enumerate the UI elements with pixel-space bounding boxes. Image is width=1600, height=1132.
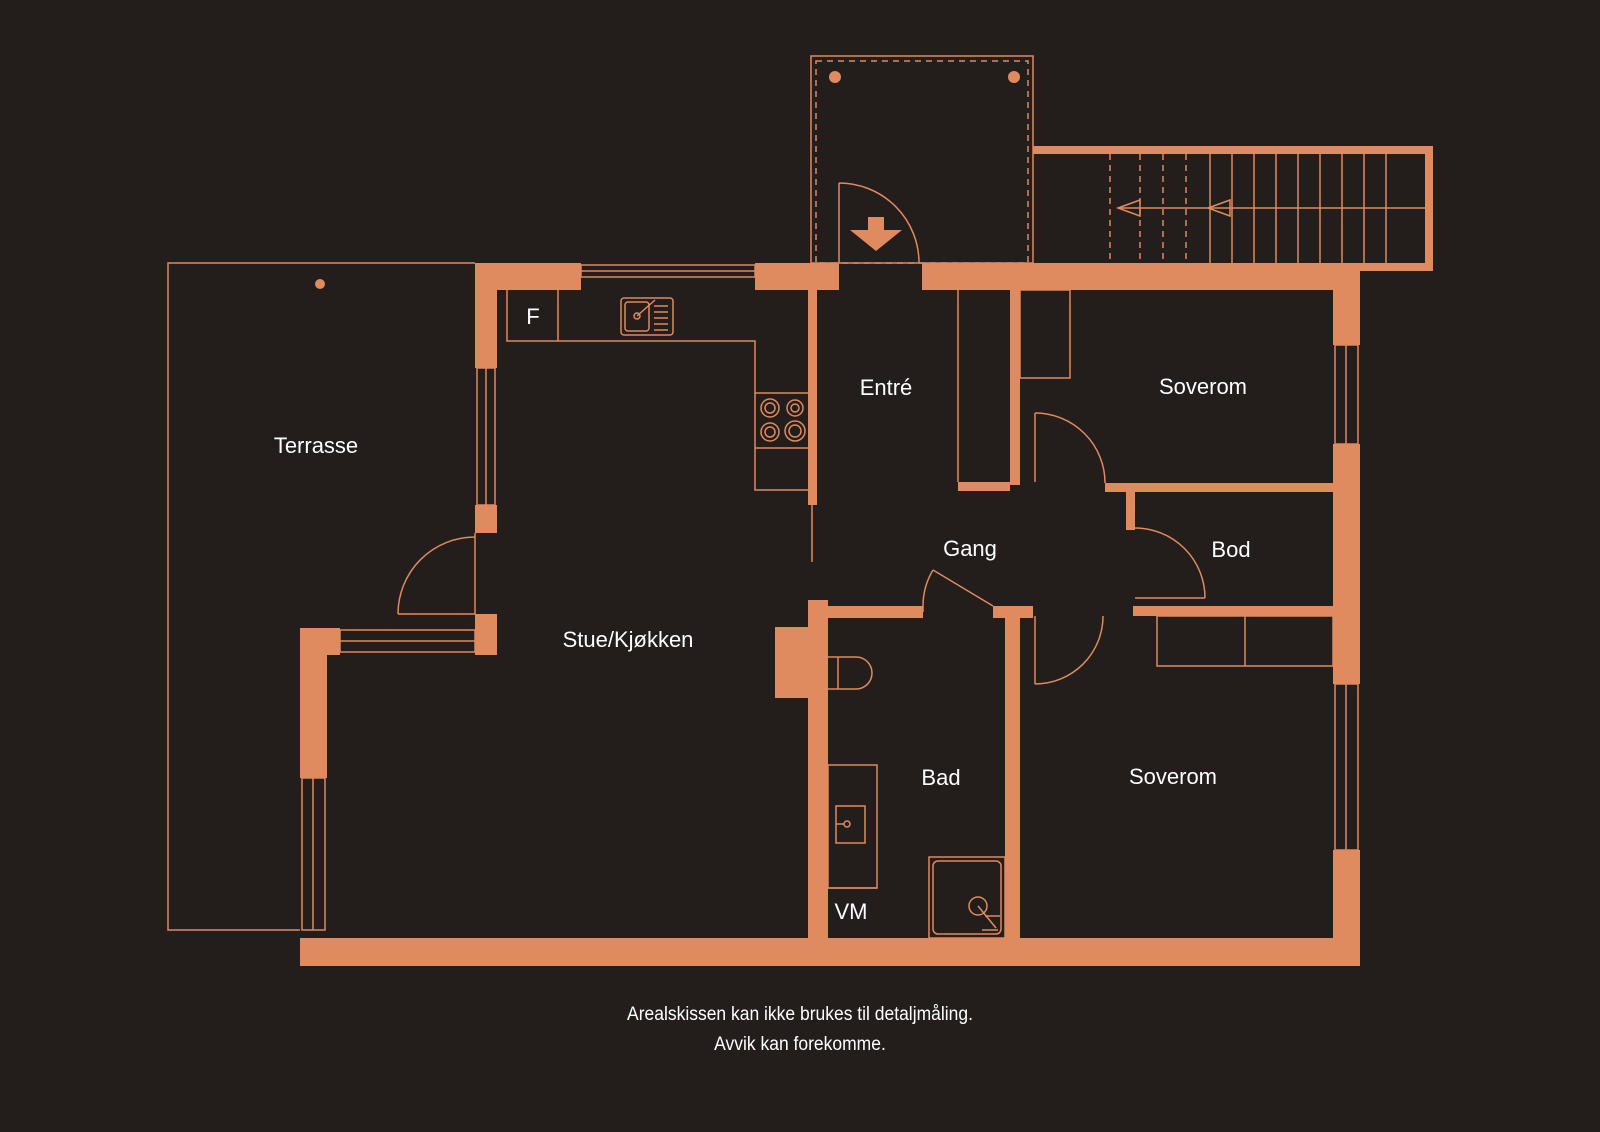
washbasin-icon (835, 805, 866, 844)
room-label-stue-kjokken: Stue/Kjøkken (563, 627, 694, 652)
stove-icon (760, 398, 806, 442)
disclaimer-line-1: Arealskissen kan ikke brukes til detaljm… (627, 1004, 973, 1025)
room-label-soverom-top: Soverom (1159, 374, 1247, 399)
room-label-gang: Gang (943, 536, 997, 561)
room-label-soverom-bottom: Soverom (1129, 764, 1217, 789)
bathroom-fixtures (827, 656, 1006, 939)
room-label-entre: Entré (860, 375, 913, 400)
room-label-terrasse: Terrasse (274, 433, 358, 458)
fridge-label: F (526, 304, 539, 329)
terrace (167, 262, 475, 931)
kitchen (506, 290, 808, 491)
room-label-bod: Bod (1211, 537, 1250, 562)
doors (397, 182, 1206, 685)
entrance-porch (810, 55, 1034, 264)
shower-icon (928, 856, 1006, 939)
disclaimer-line-2: Avvik kan forekomme. (714, 1034, 886, 1055)
toilet-icon (828, 656, 873, 690)
room-label-bad: Bad (921, 765, 960, 790)
staircase (1033, 146, 1433, 271)
walls (300, 263, 1360, 966)
sink-icon (620, 297, 674, 336)
washing-machine-label: VM (835, 899, 868, 924)
entrance-arrow-icon (850, 217, 902, 251)
closets (957, 289, 1334, 667)
windows (301, 264, 1359, 931)
